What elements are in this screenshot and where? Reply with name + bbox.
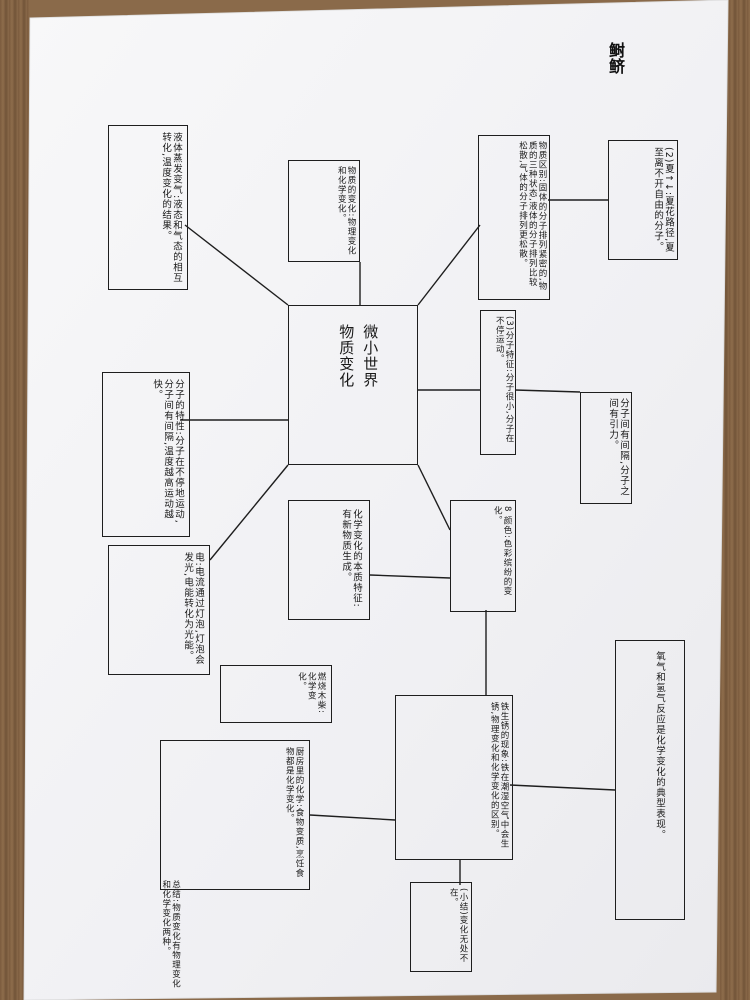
node-top-left-text: 液体蒸发变气:液态和气态的相互转化,温度变化的结果。	[160, 132, 182, 284]
node-top-right-inner-text: 物质区别:固体的分子排列紧密的,物质的三种状态,液体的分子排列比较松散,气体的分…	[517, 141, 547, 292]
node-right-lower-small-text: 8 颜色:色彩缤纷的变化。	[492, 506, 512, 596]
node-top-middle: 物质的变化:物理变化和化学变化。	[288, 160, 360, 262]
node-bottom-small: 燃烧木柴:化学变化。	[220, 665, 332, 723]
node-left-upper-text: 分子的特性:分子在不停地运动,分子间有间隔,温度越高运动越快。	[151, 379, 184, 524]
node-mid-right-outer: 分子间有间隔,分子之间有引力。	[580, 392, 632, 504]
center-title-line1: 微小世界	[361, 324, 380, 388]
node-bottom-right-small-text: (小结)变化无处不在。	[448, 888, 468, 964]
node-bottom-center: 铁生锈的现象:铁在潮湿空气中会生锈,物理变化和化学变化的区别。	[395, 695, 513, 860]
node-bottom-left-text: 厨房里的化学:食物变质,烹饪食物都是化学变化。	[284, 747, 304, 879]
node-left-lower-text: 电:电流通过灯泡,灯泡会发光,电能转化为光能。	[182, 552, 204, 666]
node-bottom-small-text: 燃烧木柴:化学变化。	[296, 672, 326, 714]
node-mid-right-inner-text: (3)分子特征:分子很小,分子在不停运动。	[494, 316, 514, 444]
node-top-right-outer: (2)夏↑↓:夏花路径,夏至离不开自由的分子。	[608, 140, 678, 260]
node-top-left: 液体蒸发变气:液态和气态的相互转化,温度变化的结果。	[108, 125, 188, 290]
center-title-line2: 物质变化	[337, 324, 356, 388]
node-bottom-right-small: (小结)变化无处不在。	[410, 882, 472, 972]
connector-lines	[180, 199, 616, 885]
node-top-middle-text: 物质的变化:物理变化和化学变化。	[336, 166, 356, 256]
node-left-lower: 电:电流通过灯泡,灯泡会发光,电能转化为光能。	[108, 545, 210, 675]
node-top-right-outer-text: (2)夏↑↓:夏花路径,夏至离不开自由的分子。	[652, 147, 674, 253]
bottom-tail-text: 总结:物质变化有物理变化和化学变化两种。	[160, 880, 181, 989]
node-center-lower-text: 化学变化的本质特征:有新物质生成。	[340, 509, 362, 608]
node-mid-right-inner: (3)分子特征:分子很小,分子在不停运动。	[480, 310, 516, 455]
node-top-right-inner: 物质区别:固体的分子排列紧密的,物质的三种状态,液体的分子排列比较松散,气体的分…	[478, 135, 550, 300]
node-bottom-center-text: 铁生锈的现象:铁在潮湿空气中会生锈,物理变化和化学变化的区别。	[489, 702, 509, 849]
node-center-lower: 化学变化的本质特征:有新物质生成。	[288, 500, 370, 620]
node-right-lower-small: 8 颜色:色彩缤纷的变化。	[450, 500, 516, 612]
node-bottom-left: 厨房里的化学:食物变质,烹饪食物都是化学变化。	[160, 740, 310, 890]
node-far-right-text: 氧气和氢气反应是化学变化的典型表现。	[654, 651, 665, 840]
page-title: 鲥鲚	[606, 42, 625, 74]
node-mid-right-outer-text: 分子间有间隔,分子之间有引力。	[607, 398, 629, 497]
center-node: 微小世界 物质变化	[288, 305, 418, 465]
node-left-upper: 分子的特性:分子在不停地运动,分子间有间隔,温度越高运动越快。	[102, 372, 190, 537]
node-far-right: 氧气和氢气反应是化学变化的典型表现。	[615, 640, 685, 920]
